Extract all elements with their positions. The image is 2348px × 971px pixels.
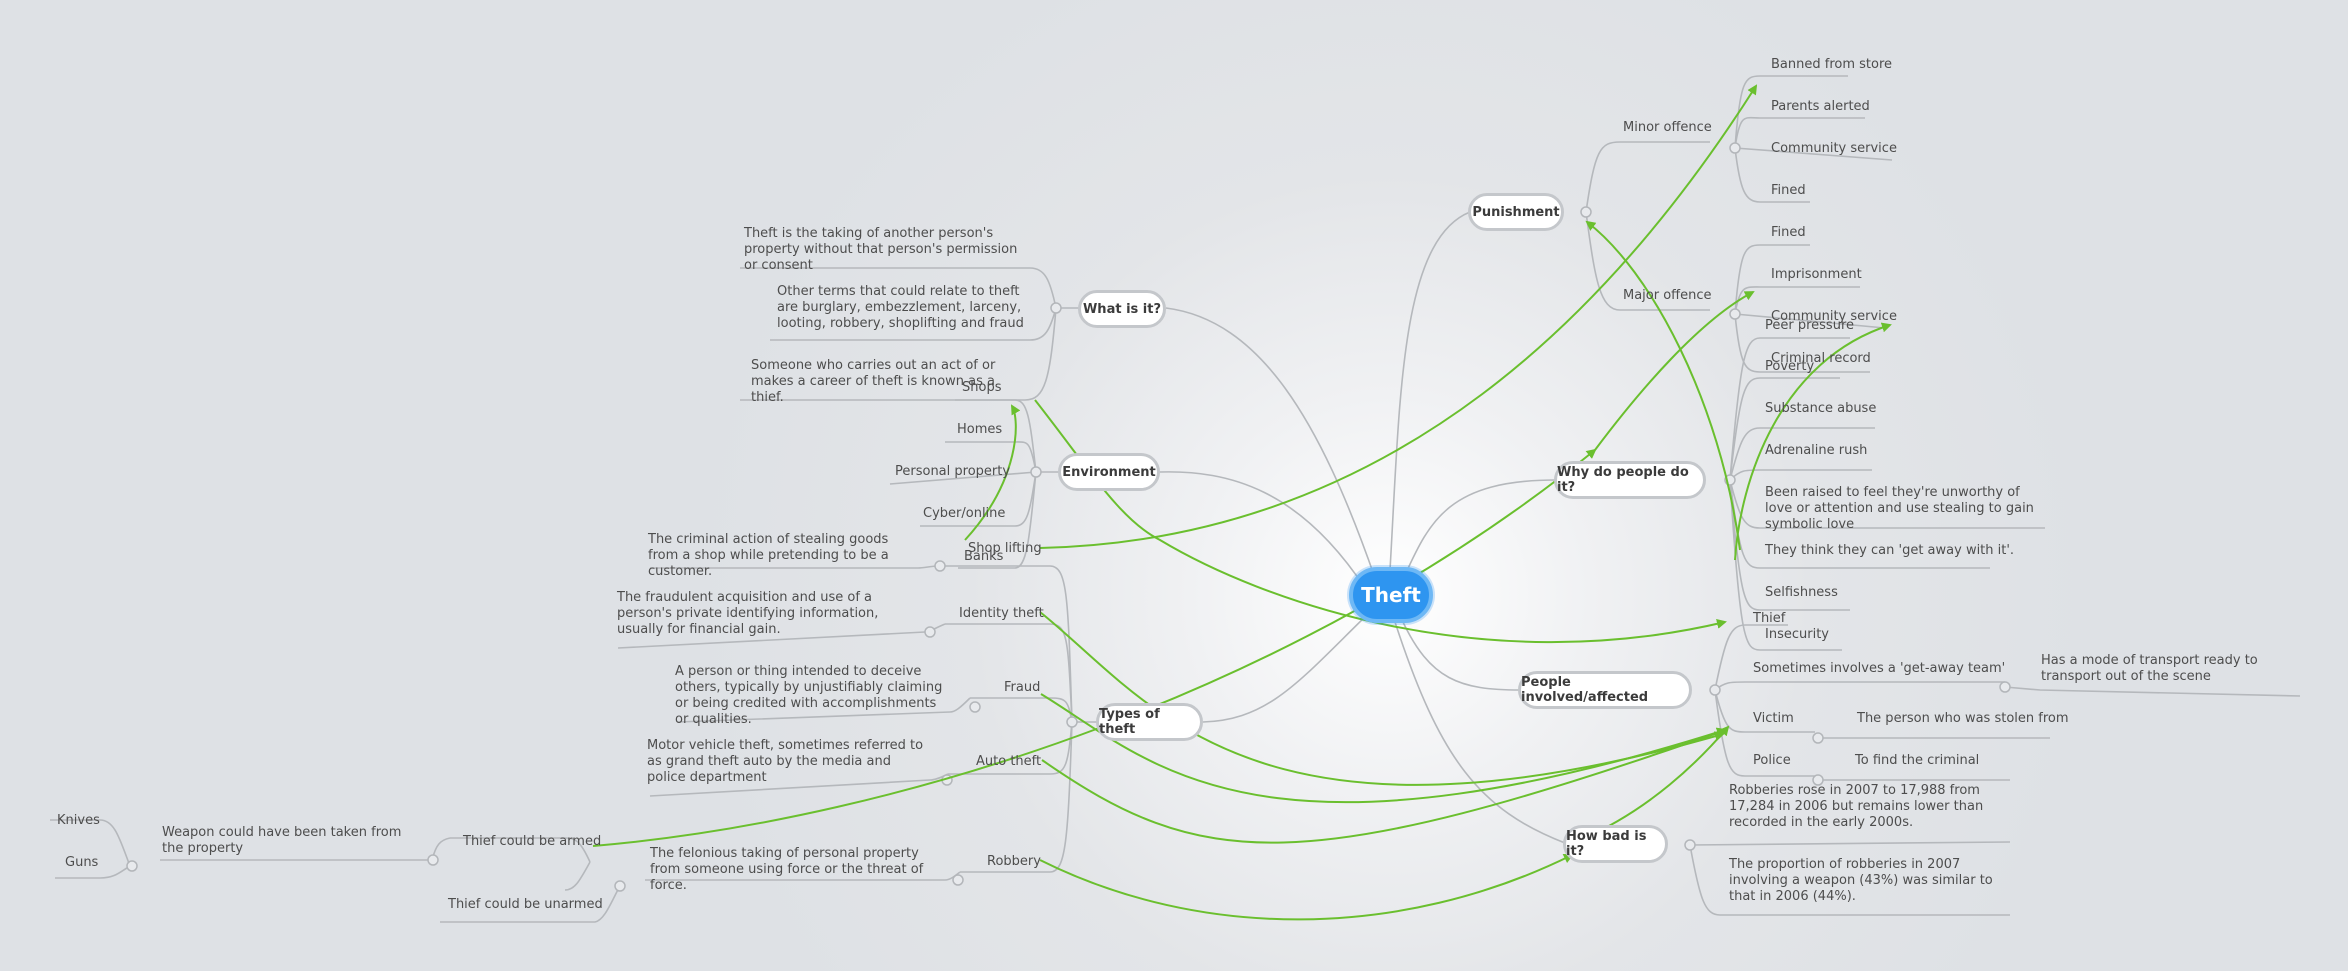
weapon-note: Weapon could have been taken from the pr… (162, 825, 402, 856)
people-getaway-note: Has a mode of transport ready to transpo… (2041, 653, 2258, 684)
minor-fined: Fined (1771, 183, 1806, 198)
type-robbery: Robbery (987, 854, 1041, 869)
major-imprisonment: Imprisonment (1771, 267, 1862, 282)
why-raised-unworthy: Been raised to feel they're unworthy of … (1765, 485, 2034, 532)
people-getaway-team: Sometimes involves a 'get-away team' (1753, 661, 2006, 676)
minor-banned-from-store: Banned from store (1771, 57, 1893, 72)
major-fined: Fined (1771, 225, 1806, 240)
branch-how-bad-is-it[interactable]: How bad is it? (1563, 825, 1668, 863)
major-criminal-record: Criminal record (1771, 351, 1871, 366)
people-victim-note: The person who was stolen from (1857, 711, 2069, 726)
weapon-guns: Guns (65, 855, 99, 870)
why-selfishness: Selfishness (1765, 585, 1838, 600)
type-shop-lifting: Shop lifting (968, 541, 1042, 556)
type-robbery-desc: The felonious taking of personal propert… (650, 846, 924, 893)
type-identity-theft-desc: The fraudulent acquisition and use of a … (617, 590, 879, 637)
minor-community-service: Community service (1771, 141, 1897, 156)
environment-personal-property: Personal property (895, 464, 1011, 479)
why-substance-abuse: Substance abuse (1765, 401, 1877, 416)
people-police: Police (1753, 753, 1791, 768)
branch-punishment[interactable]: Punishment (1468, 193, 1564, 231)
type-identity-theft: Identity theft (959, 606, 1044, 621)
how-bad-robberies-rose: Robberies rose in 2007 to 17,988 from 17… (1729, 783, 1984, 830)
thief-could-be-unarmed: Thief could be unarmed (448, 897, 603, 912)
branch-people-involved[interactable]: People involved/affected (1518, 671, 1692, 709)
branch-why-do-people-do-it[interactable]: Why do people do it? (1554, 461, 1706, 499)
weapon-knives: Knives (57, 813, 100, 828)
type-fraud-desc: A person or thing intended to deceive ot… (675, 664, 943, 727)
branch-what-is-it[interactable]: What is it? (1078, 290, 1166, 328)
punishment-minor-offence: Minor offence (1623, 120, 1712, 135)
central-topic[interactable]: Theft (1349, 567, 1433, 623)
branch-environment[interactable]: Environment (1058, 453, 1160, 491)
people-police-note: To find the criminal (1855, 753, 1980, 768)
major-community-service: Community service (1771, 309, 1897, 324)
punishment-major-offence: Major offence (1623, 288, 1712, 303)
environment-cyber-online: Cyber/online (923, 506, 1006, 521)
what-is-it-definition: Theft is the taking of another person's … (744, 226, 1018, 273)
why-get-away-with-it: They think they can 'get away with it'. (1765, 543, 2015, 558)
environment-homes: Homes (957, 422, 1003, 437)
type-auto-theft-desc: Motor vehicle theft, sometimes referred … (647, 738, 924, 785)
environment-shops: Shops (962, 380, 1002, 395)
relationship-arrows (592, 84, 1892, 921)
why-poverty: Poverty (1765, 359, 1815, 374)
minor-parents-alerted: Parents alerted (1771, 99, 1870, 114)
people-thief: Thief (1753, 611, 1786, 626)
type-auto-theft: Auto theft (976, 754, 1042, 769)
thief-could-be-armed: Thief could be armed (463, 834, 602, 849)
why-peer-pressure: Peer pressure (1765, 318, 1855, 333)
branch-types-of-theft[interactable]: Types of theft (1096, 703, 1203, 741)
what-is-it-related-terms: Other terms that could relate to theft a… (777, 284, 1024, 331)
knob-markers (126, 142, 2011, 892)
what-is-it-thief-definition: Someone who carries out an act of or mak… (751, 358, 996, 405)
why-adrenaline-rush: Adrenaline rush (1765, 443, 1868, 458)
why-insecurity: Insecurity (1765, 627, 1829, 642)
how-bad-weapon-proportion: The proportion of robberies in 2007 invo… (1729, 857, 1993, 904)
people-victim: Victim (1753, 711, 1794, 726)
type-fraud: Fraud (1004, 680, 1041, 695)
type-shop-lifting-desc: The criminal action of stealing goods fr… (648, 532, 889, 579)
environment-banks: Banks (964, 549, 1004, 564)
